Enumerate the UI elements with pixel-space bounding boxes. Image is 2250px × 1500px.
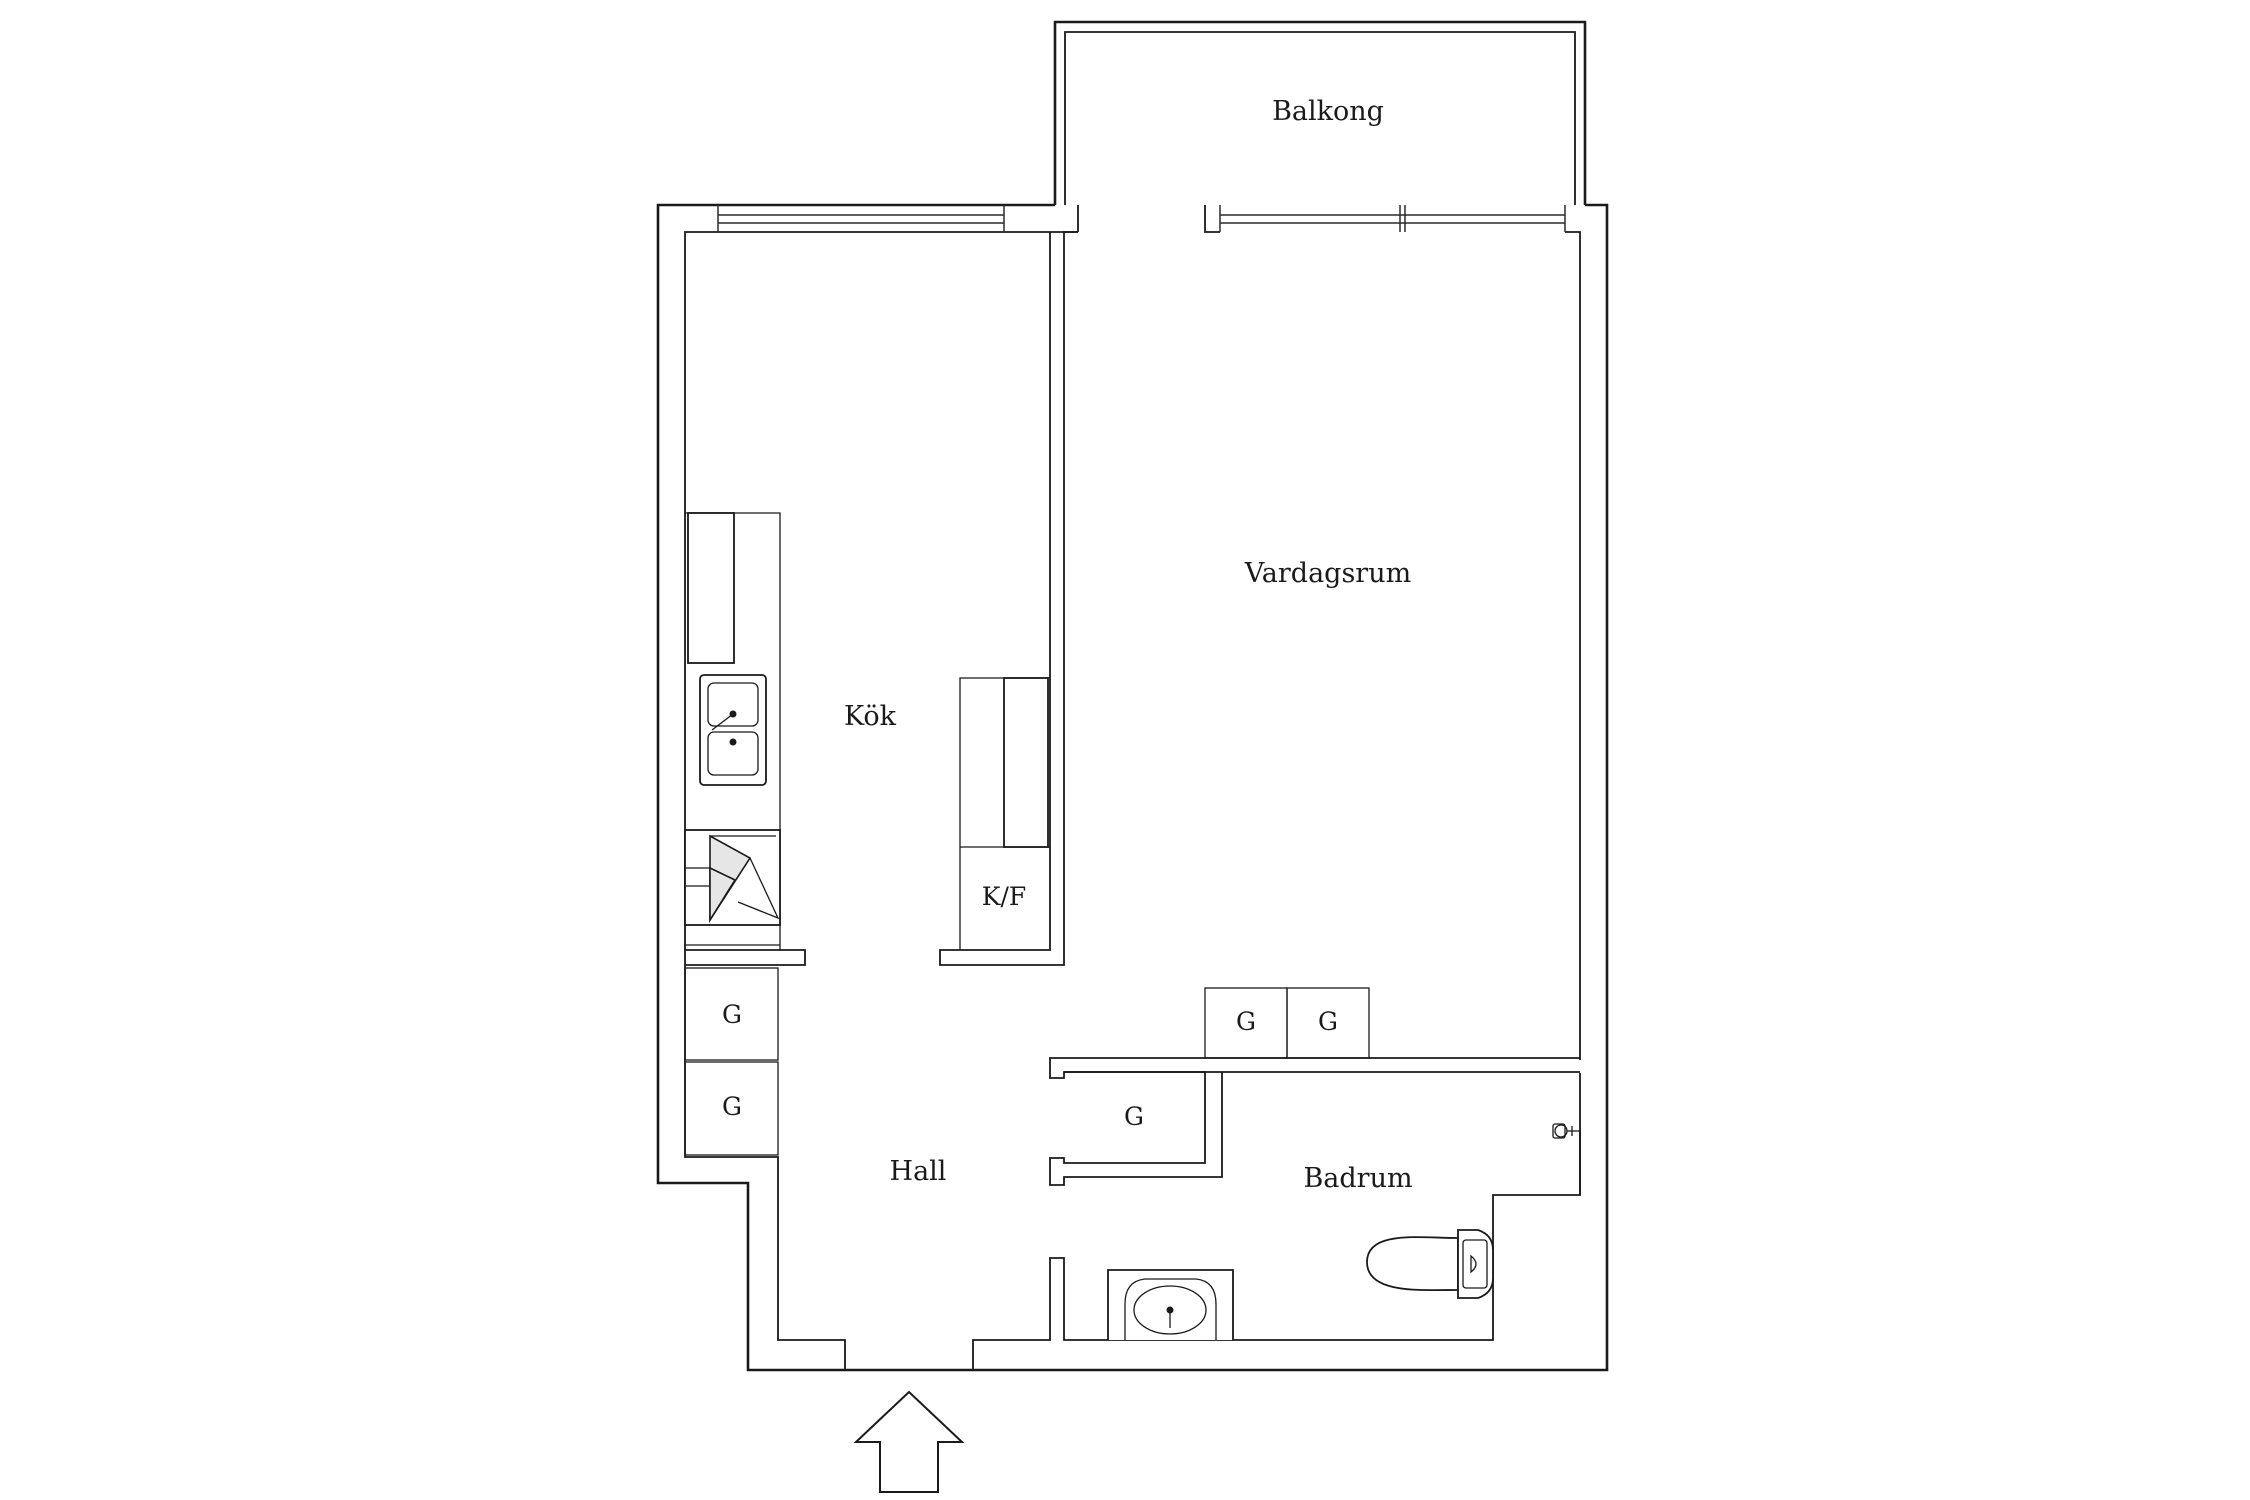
hall-closet-label: G <box>1124 1102 1144 1131</box>
kitchen-label: Kök <box>844 701 897 732</box>
kitchen-upper-cabinet <box>687 512 735 664</box>
living-room-label: Vardagsrum <box>1244 558 1411 589</box>
balcony-label: Balkong <box>1272 96 1384 127</box>
hall-label: Hall <box>890 1156 947 1187</box>
outer-walls <box>656 203 1609 1372</box>
kitchen-right-cabinet <box>1003 677 1049 848</box>
living-room-wardrobe-label-2: G <box>1318 1007 1338 1036</box>
balcony <box>1053 20 1587 205</box>
hall-wardrobe-label-1: G <box>722 1000 742 1029</box>
hall-wardrobe-label-2: G <box>722 1092 742 1121</box>
toilet <box>1366 1229 1494 1299</box>
hall-wardrobes-left <box>684 967 779 1156</box>
living-room-wardrobe-label-1: G <box>1236 1007 1256 1036</box>
kitchen-sink <box>699 674 767 786</box>
bathroom-sink <box>1107 1269 1234 1340</box>
bathroom-label: Badrum <box>1303 1163 1412 1194</box>
shower-head <box>1552 1123 1580 1139</box>
entrance-arrow-icon <box>853 1390 965 1493</box>
living-room-wardrobes <box>1204 987 1370 1059</box>
living-room-window <box>1219 205 1566 232</box>
interior-walls <box>685 231 1580 1186</box>
fridge-freezer-label: K/F <box>982 882 1026 911</box>
stove <box>684 829 781 926</box>
kitchen-window <box>717 205 1005 232</box>
